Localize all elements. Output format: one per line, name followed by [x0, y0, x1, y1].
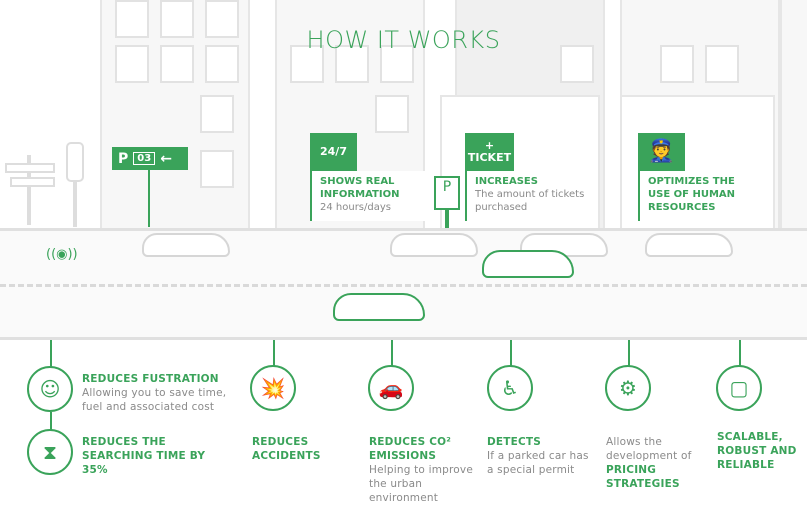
moving-car-icon — [482, 250, 574, 278]
parking-number: 03 — [133, 152, 156, 165]
direction-sign-icon — [5, 155, 60, 225]
sensor-signal-icon: ((◉)) — [46, 247, 78, 262]
card-human-resources: OPTIMIZES THE USE OF HUMAN RESOURCES — [638, 171, 768, 221]
moving-car-icon — [333, 293, 425, 321]
parking-meter-icon: P — [434, 176, 460, 230]
car-emissions-icon: 🚗 — [368, 365, 414, 411]
benefit-scalable: SCALABLE, ROBUST AND RELIABLE — [717, 431, 797, 471]
benefit-pricing: Allows the development of PRICING STRATE… — [606, 436, 692, 490]
traffic-light-icon — [66, 142, 84, 227]
parked-car-icon — [390, 233, 478, 257]
parked-car-icon — [645, 233, 733, 257]
scale-square-icon: ▢ — [716, 365, 762, 411]
officer-icon: 👮 — [638, 133, 685, 171]
meter-letter: P — [434, 176, 460, 210]
person-glasses-icon: ☺ — [27, 366, 73, 412]
car-crash-icon: 💥 — [250, 365, 296, 411]
hourglass-icon: ⧗ — [27, 429, 73, 475]
benefit-fustration: REDUCES FUSTRATION Allowing you to save … — [82, 373, 227, 413]
benefit-searching-time: REDUCES THE SEARCHING TIME BY 35% — [82, 436, 206, 476]
benefit-emissions: REDUCES CO² EMISSIONS Helping to improve… — [369, 436, 473, 504]
card-real-info: SHOWS REAL INFORMATION 24 hours/days — [310, 171, 425, 221]
benefit-accidents: REDUCES ACCIDENTS — [252, 436, 321, 462]
parked-car-icon — [142, 233, 230, 257]
tag-ticket: + TICKET — [465, 133, 514, 171]
lane-divider — [0, 284, 807, 287]
wheelchair-icon: ♿ — [487, 365, 533, 411]
page-title: HOW IT WORKS — [306, 26, 501, 54]
arrow-left-icon: ← — [160, 150, 172, 167]
parking-sign: P 03 ← — [112, 147, 188, 227]
gears-icon: ⚙ — [605, 365, 651, 411]
benefit-detects: DETECTS If a parked car has a special pe… — [487, 436, 589, 476]
parking-letter: P — [118, 150, 129, 167]
card-tickets: INCREASES The amount of tickets purchase… — [465, 171, 595, 221]
tag-24-7: 24/7 — [310, 133, 357, 171]
